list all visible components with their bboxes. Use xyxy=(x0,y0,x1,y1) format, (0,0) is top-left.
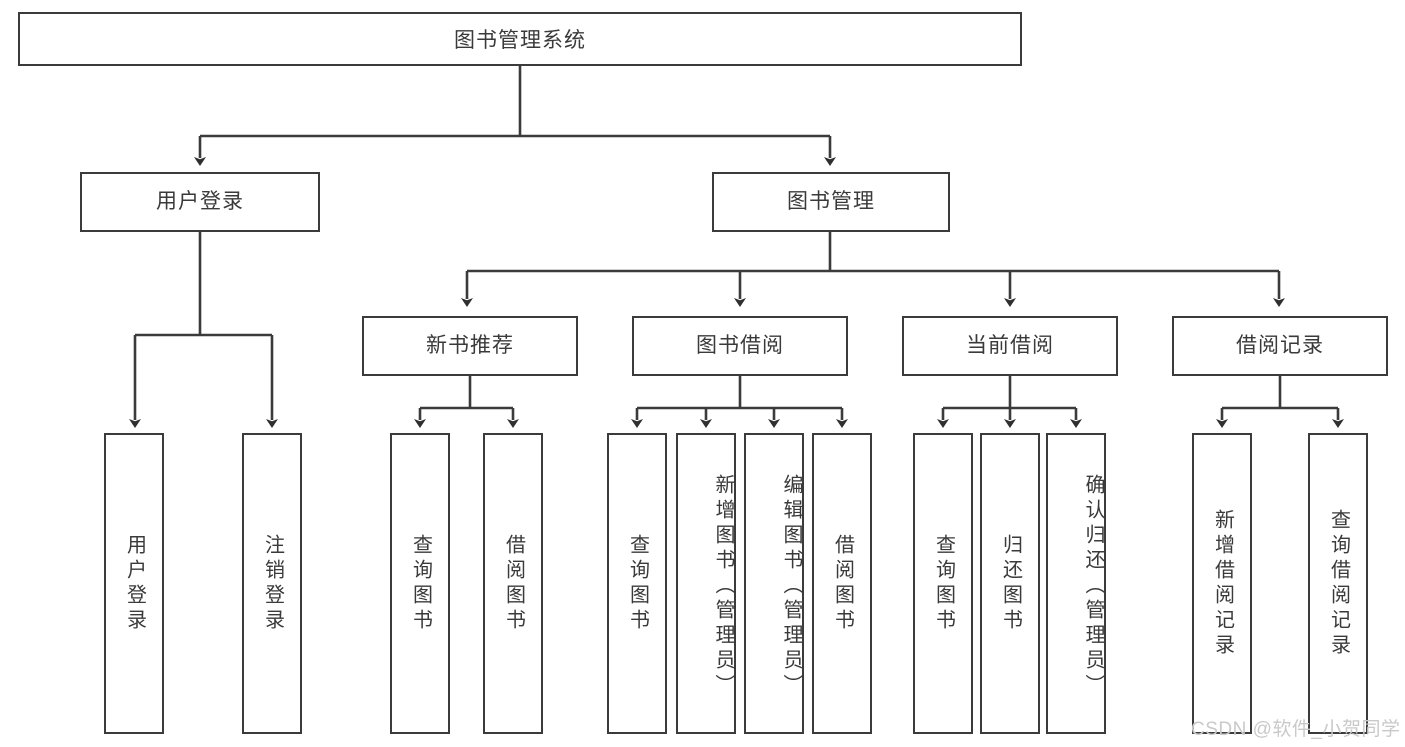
leaf-label: 查询图书 xyxy=(626,533,649,634)
node-book-management-label: 图书管理 xyxy=(787,190,875,214)
leaf-borrow-query-book[interactable]: 查询图书 xyxy=(607,433,667,734)
leaf-borrow-edit-book-admin[interactable]: 编辑图书（管理员） xyxy=(744,433,804,734)
node-borrow-record-label: 借阅记录 xyxy=(1236,334,1324,358)
node-root-label: 图书管理系统 xyxy=(454,29,586,52)
node-book-management[interactable]: 图书管理 xyxy=(712,172,950,232)
leaf-label: 查询图书 xyxy=(409,533,432,634)
leaf-label: 查询借阅记录 xyxy=(1327,508,1350,659)
leaf-new-book-borrow[interactable]: 借阅图书 xyxy=(483,433,543,734)
leaf-new-book-query[interactable]: 查询图书 xyxy=(390,433,450,734)
node-book-borrow[interactable]: 图书借阅 xyxy=(632,316,848,376)
leaf-label: 注销登录 xyxy=(261,533,284,634)
node-new-book-recommend[interactable]: 新书推荐 xyxy=(362,316,578,376)
leaf-label: 查询图书 xyxy=(932,533,955,634)
node-user-login[interactable]: 用户登录 xyxy=(80,172,320,232)
leaf-label: 新增借阅记录 xyxy=(1211,508,1234,659)
node-current-borrow[interactable]: 当前借阅 xyxy=(902,316,1118,376)
leaf-current-return-book[interactable]: 归还图书 xyxy=(980,433,1040,734)
leaf-user-login-logout[interactable]: 注销登录 xyxy=(242,433,302,734)
node-current-borrow-label: 当前借阅 xyxy=(966,334,1054,358)
leaf-borrow-borrow-book[interactable]: 借阅图书 xyxy=(812,433,872,734)
node-root[interactable]: 图书管理系统 xyxy=(18,12,1022,66)
node-user-login-label: 用户登录 xyxy=(156,190,244,214)
leaf-label: 新增图书（管理员） xyxy=(712,474,734,699)
leaf-label: 归还图书 xyxy=(999,533,1022,634)
leaf-label: 用户登录 xyxy=(123,533,146,634)
node-new-book-recommend-label: 新书推荐 xyxy=(426,334,514,358)
leaf-current-confirm-return-admin[interactable]: 确认归还（管理员） xyxy=(1046,433,1106,734)
leaf-record-query[interactable]: 查询借阅记录 xyxy=(1308,433,1368,734)
watermark: CSDN @软件_小贺同学 xyxy=(1191,719,1401,740)
node-book-borrow-label: 图书借阅 xyxy=(696,334,784,358)
leaf-label: 确认归还（管理员） xyxy=(1082,474,1104,699)
leaf-label: 编辑图书（管理员） xyxy=(780,474,802,699)
leaf-user-login-login[interactable]: 用户登录 xyxy=(104,433,164,734)
leaf-label: 借阅图书 xyxy=(502,533,525,634)
leaf-borrow-add-book-admin[interactable]: 新增图书（管理员） xyxy=(676,433,736,734)
leaf-label: 借阅图书 xyxy=(831,533,854,634)
leaf-current-query-book[interactable]: 查询图书 xyxy=(913,433,973,734)
leaf-record-add[interactable]: 新增借阅记录 xyxy=(1192,433,1252,734)
node-borrow-record[interactable]: 借阅记录 xyxy=(1172,316,1388,376)
